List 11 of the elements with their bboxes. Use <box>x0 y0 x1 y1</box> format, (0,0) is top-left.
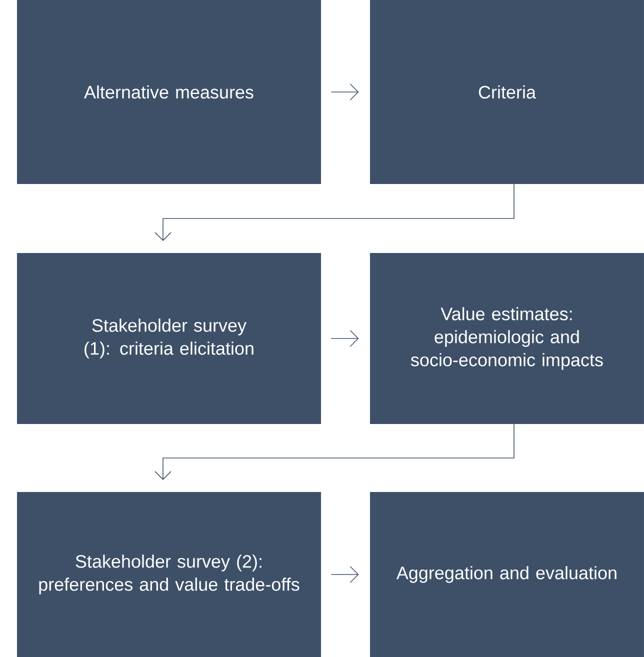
process-box: Stakeholder survey (2): preferences and value trade-offs <box>17 492 321 657</box>
process-box: Criteria <box>370 0 644 184</box>
arrow <box>330 566 359 583</box>
process-box: Alternative measures <box>17 0 321 184</box>
process-box: Value estimates: epidemiologic and socio-economic impacts <box>370 253 644 424</box>
arrow <box>154 424 514 480</box>
arrow <box>154 184 514 241</box>
arrow <box>330 84 359 100</box>
process-box: Stakeholder survey (1): criteria elicitation <box>17 253 321 424</box>
arrow <box>330 330 359 347</box>
process-box: Aggregation and evaluation <box>370 492 644 657</box>
